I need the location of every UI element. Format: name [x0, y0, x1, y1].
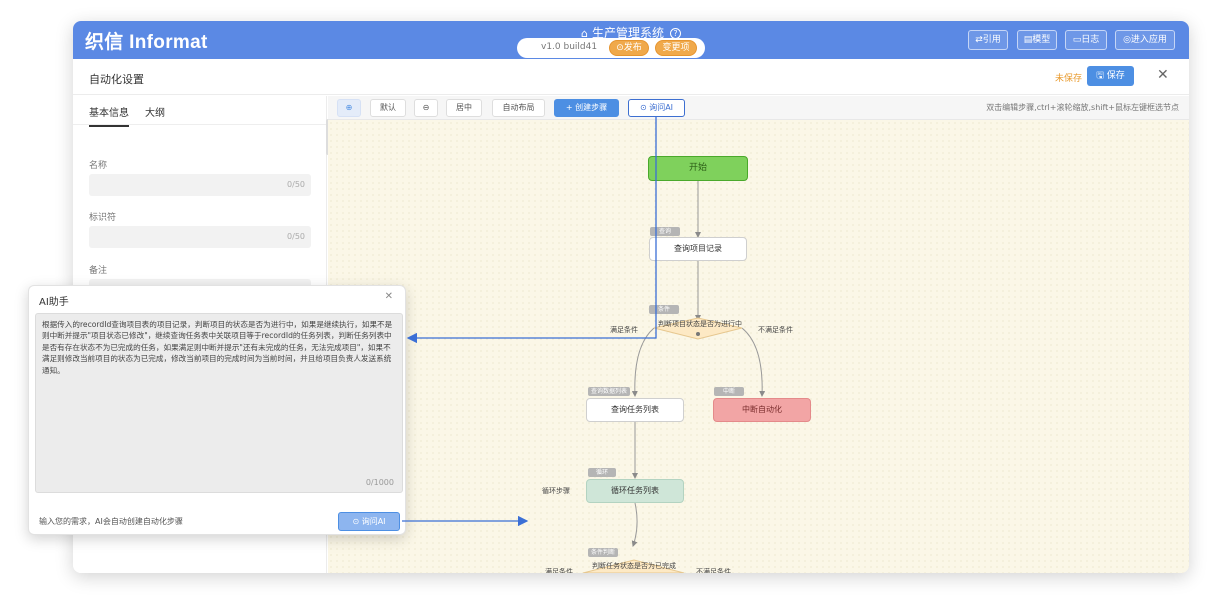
name-count: 0/50 [287, 180, 305, 189]
zoom-in-icon[interactable]: ⊕ [337, 99, 361, 117]
flow-node-stop[interactable]: 中断自动化 [713, 398, 811, 422]
enter-app-button[interactable]: ◎进入应用 [1115, 30, 1175, 50]
identifier-count: 0/50 [287, 232, 305, 241]
tag-query-list: 查询数据列表 [588, 387, 630, 396]
log-button[interactable]: ▭日志 [1065, 30, 1107, 50]
ask-ai-button[interactable]: ⊙ 询问AI [628, 99, 685, 117]
version-pill: v1.0 build41 ⊙发布 变更项 [517, 38, 705, 58]
default-button[interactable]: 默认 [370, 99, 406, 117]
edge-label-satisfied-2: 满足条件 [545, 568, 573, 573]
edge-label-loop-step: 循环步骤 [542, 487, 570, 495]
model-button[interactable]: ▤模型 [1017, 30, 1057, 50]
flow-canvas[interactable]: ⊕ 默认 ⊖ 居中 自动布局 + 创建步骤 ⊙ 询问AI 双击编辑步骤,ctrl… [328, 96, 1189, 573]
top-bar: 织信 Informat ⌂生产管理系统? v1.0 build41 ⊙发布 变更… [73, 21, 1189, 59]
publish-button[interactable]: ⊙发布 [609, 40, 649, 56]
edge-label-not-satisfied-2: 不满足条件 [696, 568, 731, 573]
system-title[interactable]: ⌂生产管理系统? [73, 24, 1189, 41]
tag-condition: 条件 [649, 305, 679, 314]
edge-label-not-satisfied-1: 不满足条件 [758, 326, 793, 334]
save-icon: 🖫 [1096, 71, 1104, 81]
flow-node-start[interactable]: 开始 [648, 156, 748, 181]
tag-stop: 中断 [714, 387, 744, 396]
version-label: v1.0 build41 [541, 42, 598, 52]
model-icon: ▤ [1023, 35, 1033, 45]
unsaved-status: 未保存 [1055, 74, 1083, 84]
changes-button[interactable]: 变更项 [655, 40, 697, 56]
flow-decision-2-label[interactable]: 判断任务状态是否为已完成 [592, 562, 676, 570]
ai-char-count: 0/1000 [365, 478, 394, 487]
flow-decision-1-label[interactable]: 判断项目状态是否为进行中 [658, 320, 742, 328]
save-button[interactable]: 🖫 保存 [1087, 66, 1134, 86]
page-title: 自动化设置 [89, 73, 144, 86]
decision-diamond-1 [653, 317, 743, 340]
tab-divider [73, 124, 326, 125]
ask-ai-icon: ⊙ [639, 103, 647, 112]
name-label: 名称 [89, 161, 108, 171]
close-icon[interactable]: ✕ [384, 291, 393, 302]
home-icon: ⌂ [581, 27, 588, 40]
decision-diamond-2 [582, 559, 685, 573]
reference-icon: ⇄ [975, 35, 983, 45]
edge-label-satisfied-1: 满足条件 [610, 326, 638, 334]
ai-send-icon: ⊙ [352, 517, 360, 526]
enter-icon: ◎ [1123, 35, 1131, 45]
flow-node-query-project[interactable]: 查询项目记录 [649, 237, 747, 261]
ai-assistant-dialog: AI助手 ✕ 根据传入的recordId查询项目表的项目记录，判断项目的状态是否… [28, 285, 406, 535]
tag-condition-2: 条件判断 [588, 548, 618, 557]
ai-request-textarea[interactable]: 根据传入的recordId查询项目表的项目记录，判断项目的状态是否为进行中，如果… [35, 313, 403, 493]
tag-query: 查询 [650, 227, 680, 236]
canvas-hint: 双击编辑步骤,ctrl+滚轮缩放,shift+鼠标左键框选节点 [986, 103, 1179, 112]
flow-node-query-tasks[interactable]: 查询任务列表 [586, 398, 684, 422]
ai-dialog-title: AI助手 [39, 297, 69, 308]
tab-basic-info[interactable]: 基本信息 [89, 104, 129, 127]
ai-send-button[interactable]: ⊙ 询问AI [338, 512, 400, 531]
log-icon: ▭ [1072, 35, 1082, 45]
flow-node-loop-tasks[interactable]: 循环任务列表 [586, 479, 684, 503]
ai-request-text: 根据传入的recordId查询项目表的项目记录，判断项目的状态是否为进行中，如果… [42, 320, 393, 375]
identifier-label: 标识符 [89, 213, 117, 223]
flow-edges [582, 160, 766, 573]
close-icon[interactable]: ✕ [1157, 67, 1169, 83]
identifier-input[interactable]: 0/50 [89, 226, 311, 248]
logo: 织信 Informat [85, 32, 208, 53]
page-header: 自动化设置 未保存 🖫 保存 ✕ [73, 59, 1189, 95]
publish-icon: ⊙ [616, 43, 624, 53]
tab-outline[interactable]: 大纲 [145, 108, 165, 119]
remark-label: 备注 [89, 266, 108, 276]
ai-prompt-hint: 输入您的需求，AI会自动创建自动化步骤 [39, 517, 183, 526]
reference-button[interactable]: ⇄引用 [968, 30, 1008, 50]
tag-loop: 循环 [588, 468, 616, 477]
name-input[interactable]: 0/50 [89, 174, 311, 196]
